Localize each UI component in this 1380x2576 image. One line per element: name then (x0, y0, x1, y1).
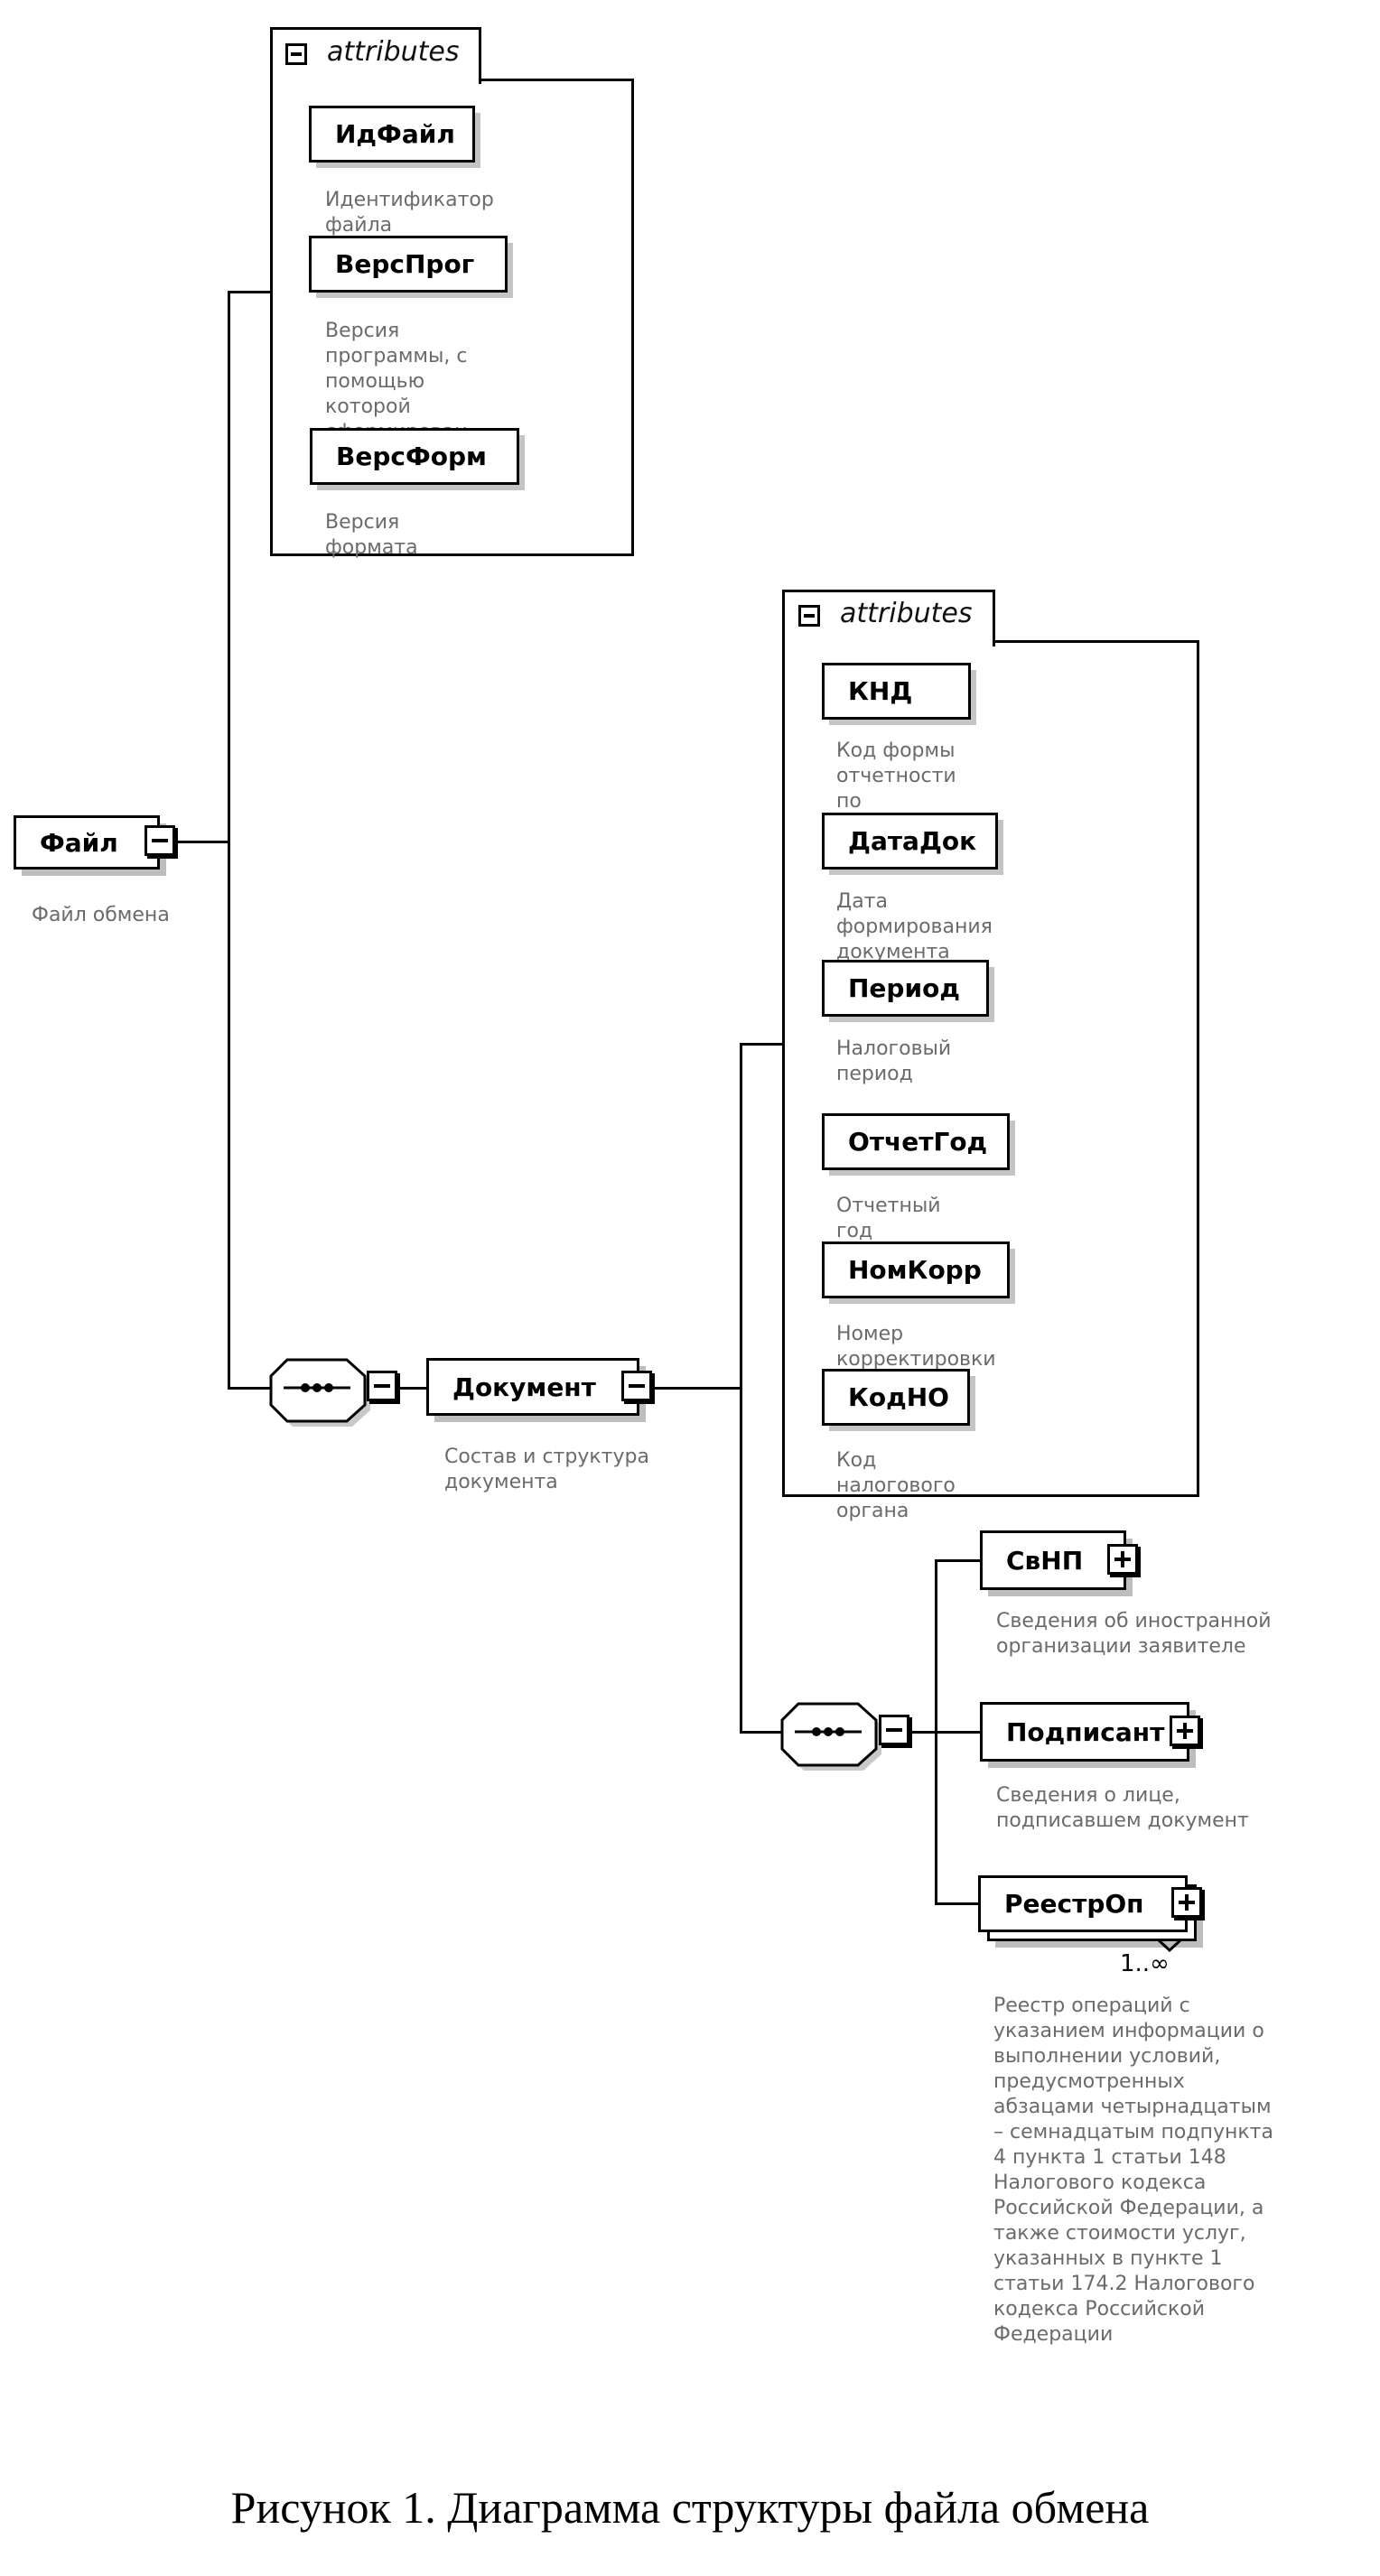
connector-sequence-2-to-trunk-3 (912, 1731, 937, 1734)
attribute-description: Идентификатор файла (325, 189, 494, 237)
tab-joint (273, 78, 479, 81)
connector-to-reestrop (935, 1902, 982, 1905)
connector-trunk-2-to-document-attributes (740, 1043, 785, 1046)
element-root-file[interactable]: Файл (14, 815, 160, 870)
attribute-name: ВерсПрог (335, 249, 475, 279)
element-name: Документ (452, 1372, 596, 1402)
attribute-nomkorr[interactable]: НомКорр (822, 1242, 1010, 1298)
cardinality-label: 1..∞ (1120, 1950, 1170, 1977)
attribute-name: НомКорр (848, 1255, 982, 1285)
element-reestrop[interactable]: РеестрОп (978, 1875, 1188, 1932)
attribute-name: ДатаДок (848, 826, 977, 856)
collapse-toggle-icon[interactable] (367, 1371, 397, 1401)
tab-joint (785, 639, 993, 643)
attribute-description: Отчетный год (836, 1195, 941, 1242)
expand-toggle-icon[interactable] (1170, 1716, 1200, 1746)
element-podpisant[interactable]: Подписант (980, 1702, 1189, 1762)
element-description: Состав и структура документа (444, 1446, 649, 1493)
attribute-description: Версия формата (325, 511, 418, 559)
connector-to-svnp (935, 1559, 982, 1562)
attribute-versform[interactable]: ВерсФорм (310, 428, 519, 485)
attribute-name: КНД (848, 676, 913, 706)
connector-trunk-1 (228, 291, 230, 1390)
attribute-description: Номер корректировки (836, 1323, 996, 1371)
element-name: СвНП (1006, 1545, 1084, 1576)
connector-root-to-trunk (176, 841, 230, 843)
connector-document-to-trunk-2 (650, 1387, 742, 1390)
element-name: Файл (40, 827, 118, 858)
attribute-name: ОтчетГод (848, 1127, 988, 1157)
connector-trunk-to-sequence-1 (228, 1387, 273, 1390)
element-description: Сведения о лице, подписавшем документ (996, 1784, 1249, 1832)
attribute-kodno[interactable]: КодНО (822, 1369, 970, 1426)
attribute-description: Налоговый период (836, 1037, 952, 1085)
attribute-knd[interactable]: КНД (822, 663, 971, 720)
connector-sequence-1-to-document (397, 1387, 428, 1390)
figure-caption: Рисунок 1. Диаграмма структуры файла обм… (230, 2482, 1150, 2533)
connector-to-podpisant (935, 1731, 982, 1734)
collapse-toggle-icon[interactable] (879, 1715, 909, 1745)
attribute-period[interactable]: Период (822, 960, 989, 1017)
attribute-versprog[interactable]: ВерсПрог (309, 236, 508, 293)
attribute-description: Код налогового органа (836, 1449, 956, 1522)
collapse-toggle-icon[interactable] (145, 825, 175, 856)
attribute-name: Период (848, 973, 960, 1003)
attribute-otchetgod[interactable]: ОтчетГод (822, 1113, 1010, 1170)
element-name: Подписант (1006, 1716, 1165, 1747)
expand-toggle-icon[interactable] (1107, 1544, 1138, 1575)
attribute-name: ИдФайл (335, 119, 455, 149)
connector-trunk-2 (740, 1043, 742, 1734)
element-name: РеестрОп (1004, 1889, 1144, 1919)
sequence-compositor-icon[interactable] (267, 1354, 403, 1427)
collapse-toggle-icon[interactable] (621, 1371, 652, 1401)
attribute-datadok[interactable]: ДатаДок (822, 813, 998, 870)
connector-trunk-2-to-sequence-2 (740, 1731, 785, 1734)
collapse-toggle-icon[interactable] (285, 43, 307, 65)
element-svnp[interactable]: СвНП (980, 1530, 1126, 1590)
expand-toggle-icon[interactable] (1171, 1887, 1202, 1918)
attribute-name: ВерсФорм (336, 442, 487, 471)
element-description: Сведения об иностранной организации заяв… (996, 1610, 1272, 1658)
element-description: Файл обмена (32, 904, 170, 926)
attribute-group-frame (782, 640, 1199, 1497)
attribute-group-label: attributes (840, 598, 973, 629)
attribute-idfile[interactable]: ИдФайл (309, 106, 475, 163)
attribute-description: Дата формирования документа (836, 890, 993, 963)
element-description: Реестр операций с указанием информации о… (993, 1995, 1273, 2346)
multiplicity-arrow-icon (1156, 1938, 1183, 1953)
attribute-name: КодНО (848, 1382, 949, 1412)
sequence-compositor-icon[interactable] (779, 1698, 914, 1771)
attribute-group-label: attributes (327, 36, 460, 68)
element-document[interactable]: Документ (426, 1358, 639, 1416)
collapse-toggle-icon[interactable] (798, 605, 820, 627)
connector-trunk-to-root-attributes (228, 291, 273, 293)
